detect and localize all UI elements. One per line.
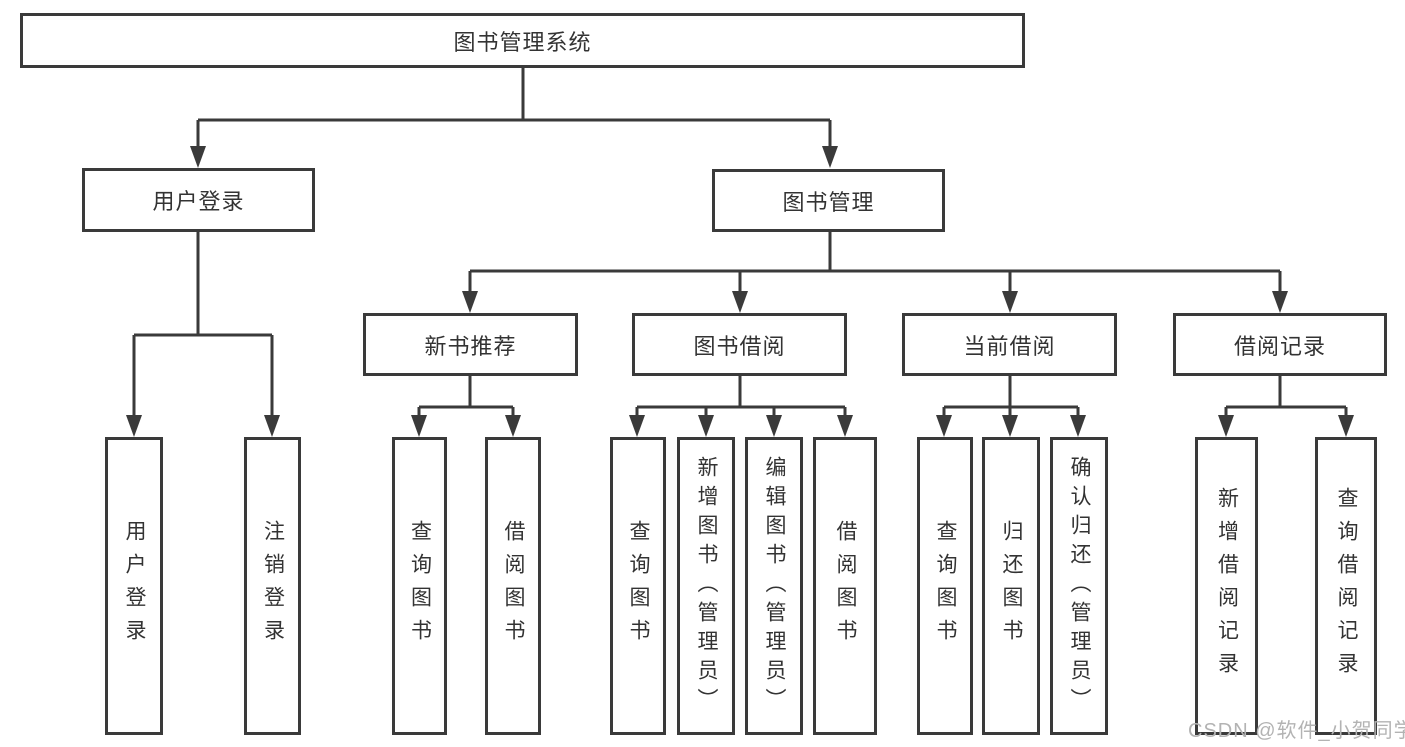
node-new-book-recommend: 新书推荐 bbox=[363, 313, 578, 376]
leaf-edit-books-admin: 编辑图书（管理员） bbox=[745, 437, 803, 735]
leaf-query-books-recommend: 查询图书 bbox=[392, 437, 447, 735]
node-book-management: 图书管理 bbox=[712, 169, 945, 232]
arrowheads bbox=[126, 146, 1354, 437]
leaf-add-books-admin: 新增图书（管理员） bbox=[677, 437, 735, 735]
node-user-login: 用户登录 bbox=[82, 168, 315, 232]
node-borrow-records: 借阅记录 bbox=[1173, 313, 1387, 376]
leaf-confirm-return-admin: 确认归还（管理员） bbox=[1050, 437, 1108, 735]
leaf-logout: 注销登录 bbox=[244, 437, 301, 735]
leaf-add-borrow-record: 新增借阅记录 bbox=[1195, 437, 1258, 735]
leaf-query-borrow-record: 查询借阅记录 bbox=[1315, 437, 1377, 735]
node-current-borrow: 当前借阅 bbox=[902, 313, 1117, 376]
leaf-borrow-books: 借阅图书 bbox=[813, 437, 877, 735]
leaf-user-login: 用户登录 bbox=[105, 437, 163, 735]
leaf-return-books: 归还图书 bbox=[982, 437, 1040, 735]
node-root: 图书管理系统 bbox=[20, 13, 1025, 68]
leaf-borrow-books-recommend: 借阅图书 bbox=[485, 437, 541, 735]
node-book-borrow: 图书借阅 bbox=[632, 313, 847, 376]
leaf-query-books-borrow: 查询图书 bbox=[610, 437, 666, 735]
leaf-query-books-current: 查询图书 bbox=[917, 437, 973, 735]
csdn-watermark: CSDN @软件_小贺同学 bbox=[1188, 720, 1405, 742]
